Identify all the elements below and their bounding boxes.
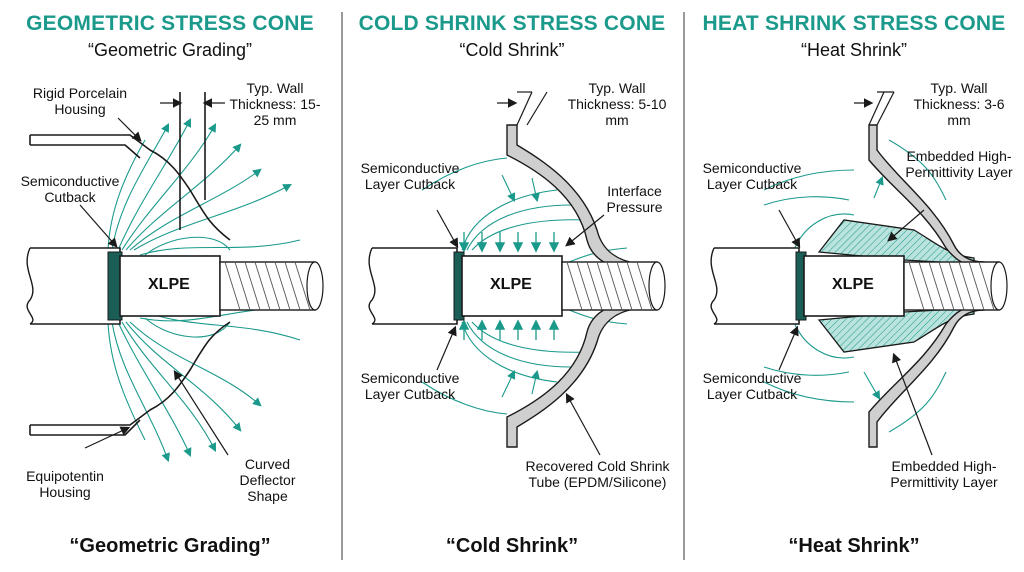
label-xlpe: XLPE — [490, 276, 532, 293]
panel-subtitle: “Cold Shrink” — [459, 40, 565, 60]
label-semiconductive-cutback: Semiconductive Cutback — [20, 173, 120, 205]
panel-footer: “Heat Shrink” — [788, 535, 920, 557]
label-rigid-porcelain-housing: Rigid Porcelain Housing — [32, 85, 128, 117]
panel-subtitle: “Heat Shrink” — [800, 40, 908, 60]
label-layer-cutback-top: Semiconductive Layer Cutback — [702, 160, 802, 192]
geometric-cone-drawing — [26, 92, 324, 463]
label-wall-thickness: Typ. Wall Thickness: 15-25 mm — [229, 80, 321, 128]
panel-title: HEAT SHRINK STRESS CONE — [702, 12, 1006, 35]
label-interface-pressure: Interface Pressure — [606, 183, 663, 215]
panel-divider — [341, 12, 343, 560]
label-recovered-tube: Recovered Cold Shrink Tube (EPDM/Silicon… — [525, 458, 670, 490]
panel-divider — [683, 12, 685, 560]
label-xlpe: XLPE — [148, 276, 190, 293]
cold-shrink-drawing — [368, 91, 666, 456]
label-wall-thickness: Typ. Wall Thickness: 5-10 mm — [567, 80, 667, 128]
label-xlpe: XLPE — [832, 276, 874, 293]
label-layer-cutback-bottom: Semiconductive Layer Cutback — [360, 370, 460, 402]
label-equipotential-housing: Equipotentin Housing — [26, 468, 104, 500]
panel-title: GEOMETRIC STRESS CONE — [26, 12, 314, 35]
panel-heat-shrink: HEAT SHRINK STRESS CONE “Heat Shrink” Ty… — [684, 0, 1024, 572]
label-layer-cutback-top: Semiconductive Layer Cutback — [360, 160, 460, 192]
panel-title: COLD SHRINK STRESS CONE — [358, 12, 666, 35]
panel-cold-shrink: COLD SHRINK STRESS CONE “Cold Shrink” Ty… — [342, 0, 682, 572]
panel-geometric: GEOMETRIC STRESS CONE “Geometric Grading… — [0, 0, 340, 572]
panel-footer: “Cold Shrink” — [445, 535, 579, 557]
label-wall-thickness: Typ. Wall Thickness: 3-6 mm — [913, 80, 1005, 128]
panel-subtitle: “Geometric Grading” — [87, 40, 253, 60]
label-curved-deflector: Curved Deflector Shape — [239, 456, 296, 504]
panel-footer: “Geometric Grading” — [69, 535, 271, 557]
heat-shrink-drawing — [710, 91, 1008, 456]
label-embedded-layer-top: Embedded High-Permittivity Layer — [905, 148, 1013, 180]
label-layer-cutback-bottom: Semiconductive Layer Cutback — [702, 370, 802, 402]
label-embedded-layer-bottom: Embedded High-Permittivity Layer — [890, 458, 998, 490]
